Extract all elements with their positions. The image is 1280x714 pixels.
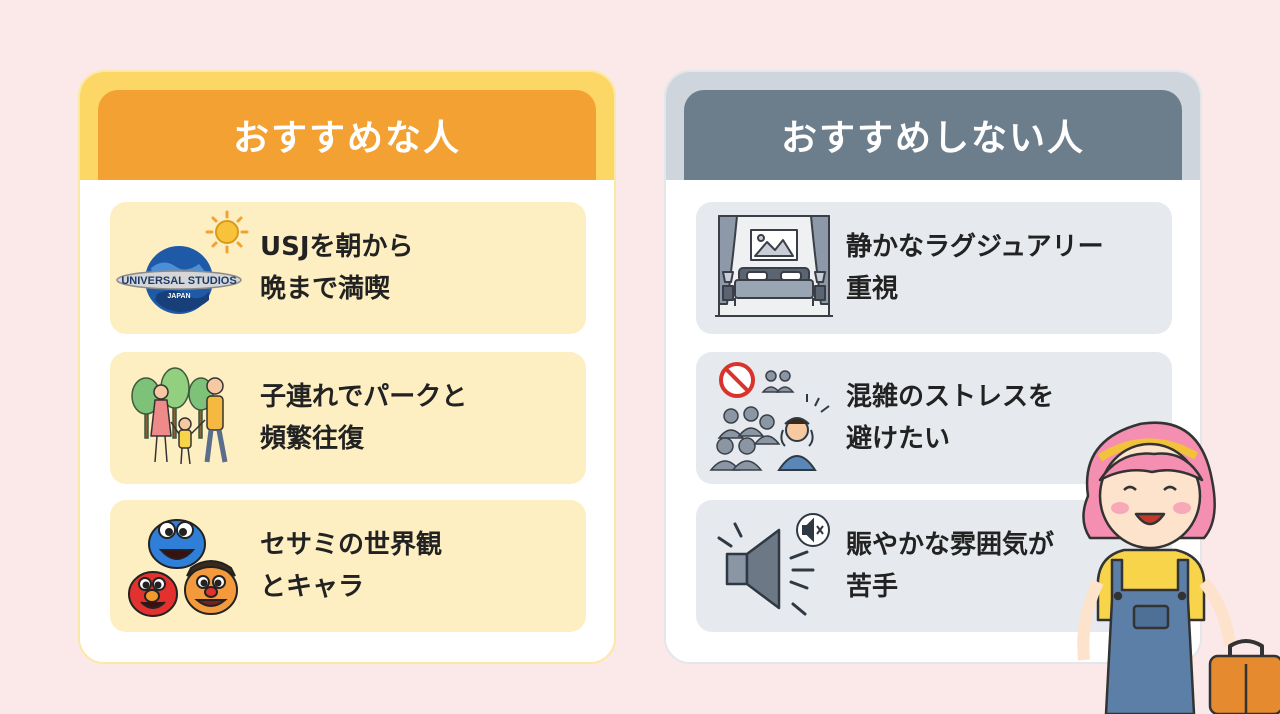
recommended-card-line1: 子連れでパークと [260,382,468,412]
universal-studios-logo-subtext: JAPAN [167,293,190,300]
recommended-card-usj: UNIVERSAL STUDIOS JAPAN USJを朝から 晩まで満喫 [110,202,586,334]
sun-icon [205,210,249,254]
luxury-bedroom-icon [696,202,846,334]
recommended-card-line2: 頻繁往復 [260,424,365,454]
girl-traveler-illustration [1077,421,1280,714]
not-recommended-card-line1: 混雑のストレスを [846,382,1055,412]
recommended-card-text: USJを朝から 晩まで満喫 [260,226,414,310]
recommended-card-line2: とキャラ [260,572,365,602]
not-recommended-card-line2: 重視 [846,274,899,304]
universal-studios-logo-text: UNIVERSAL STUDIOS [121,275,236,287]
recommended-panel-body: UNIVERSAL STUDIOS JAPAN USJを朝から 晩まで満喫 [80,180,614,662]
loud-speaker-icon [696,500,846,632]
mute-icon [796,513,830,547]
prohibited-icon [719,362,755,398]
recommended-card-text: セサミの世界観 とキャラ [260,524,442,608]
recommended-panel-title: おすすめな人 [98,90,596,180]
not-recommended-card-text: 静かなラグジュアリー 重視 [846,226,1104,310]
not-recommended-card-luxury: 静かなラグジュアリー 重視 [696,202,1172,334]
not-recommended-card-text: 混雑のストレスを 避けたい [846,376,1054,460]
recommended-panel: おすすめな人 [78,70,616,664]
not-recommended-panel: おすすめしない人 [664,70,1202,664]
sesame-characters-icon [110,500,260,632]
recommended-card-line1: セサミの世界観 [260,530,443,560]
not-recommended-panel-title: おすすめしない人 [684,90,1182,180]
not-recommended-card-line1: 賑やかな雰囲気が [846,530,1055,560]
universal-studios-globe-icon: UNIVERSAL STUDIOS JAPAN [110,202,260,334]
recommended-card-text: 子連れでパークと 頻繁往復 [260,376,467,460]
recommended-card-line2: 晩まで満喫 [260,274,391,304]
recommended-card-family: 子連れでパークと 頻繁往復 [110,352,586,484]
recommended-card-sesame: セサミの世界観 とキャラ [110,500,586,632]
recommended-card-line1: USJを朝から [260,232,414,262]
not-recommended-card-line2: 苦手 [846,572,899,602]
not-recommended-card-crowd: 混雑のストレスを 避けたい [696,352,1172,484]
family-walking-icon [110,352,260,484]
not-recommended-card-text: 賑やかな雰囲気が 苦手 [846,524,1054,608]
crowd-stress-icon [696,352,846,484]
not-recommended-card-line2: 避けたい [846,424,951,454]
not-recommended-card-line1: 静かなラグジュアリー [846,232,1104,262]
